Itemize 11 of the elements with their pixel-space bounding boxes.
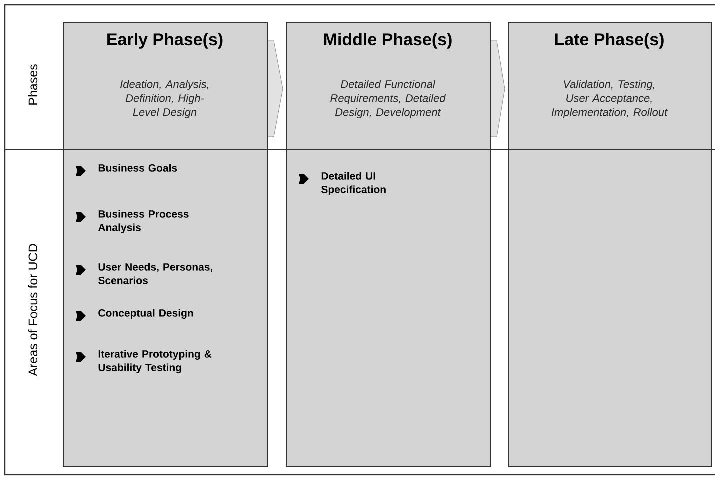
phase-column: Late Phase(s) Validation, Testing, User Acceptance, Implementation, Rollout	[508, 22, 712, 467]
list-item: User Needs, Personas, Scenarios	[98, 263, 212, 284]
list-item: Detailed UI Specification	[322, 172, 386, 196]
chevron-arrow	[490, 40, 506, 138]
list-item: Iterative Prototyping & Usability Testing	[98, 350, 212, 374]
list-item: Business Goals	[98, 164, 178, 172]
list-item: Conceptual Design	[98, 309, 194, 320]
row-label: Areas of Focus for UCD	[28, 244, 38, 376]
row-label: Phases	[28, 64, 38, 105]
list-item: Business Process Analysis	[98, 210, 189, 234]
chevron-arrow	[268, 40, 284, 138]
